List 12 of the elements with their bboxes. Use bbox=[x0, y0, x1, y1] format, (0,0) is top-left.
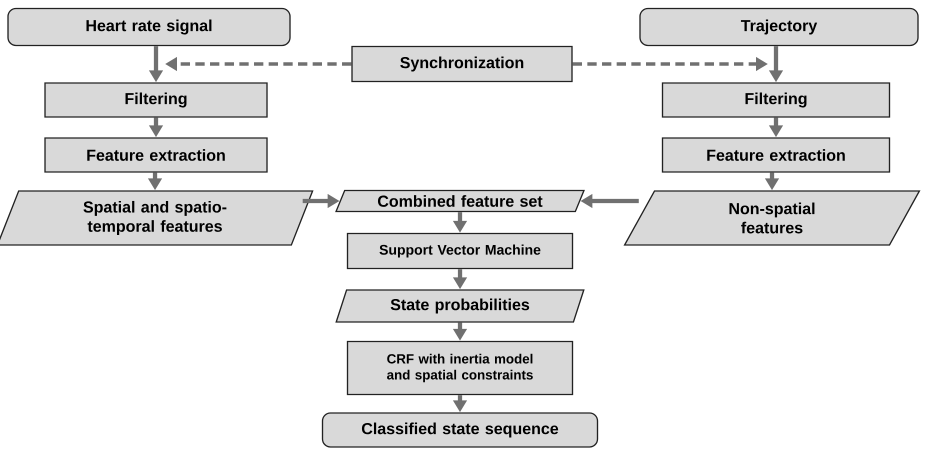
process-box: Filtering bbox=[44, 82, 268, 118]
process-box: Feature extraction bbox=[662, 137, 890, 173]
process-box: Feature extraction bbox=[44, 137, 268, 173]
data-parallelogram: Spatial and spatio-temporal features bbox=[0, 190, 314, 246]
end-box: Classified state sequence bbox=[322, 412, 598, 448]
data-parallelogram: Combined feature set bbox=[335, 190, 585, 212]
process-box: Filtering bbox=[662, 82, 890, 118]
start-box: Heart rate signal bbox=[7, 8, 291, 46]
start-box: Trajectory bbox=[639, 8, 919, 46]
process-box: CRF with inertia model and spatial constraints bbox=[346, 340, 574, 396]
process-box: Synchronization bbox=[351, 46, 573, 82]
process-box: Support Vector Machine bbox=[346, 232, 574, 270]
